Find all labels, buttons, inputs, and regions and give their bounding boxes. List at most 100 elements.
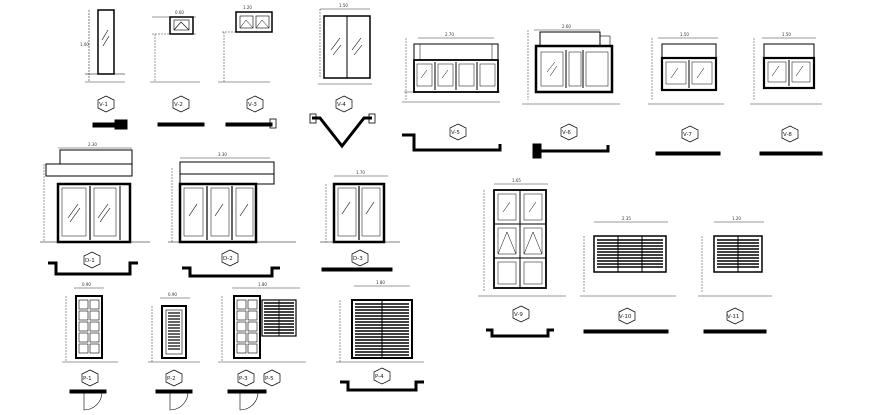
door-panel bbox=[247, 343, 258, 354]
tag-v5: V-5 bbox=[449, 123, 467, 141]
plan-p1 bbox=[69, 389, 107, 411]
elevation-v7: 1.50 bbox=[648, 32, 724, 105]
door-panel bbox=[247, 321, 258, 332]
elevation-p2: 0.90 bbox=[148, 292, 200, 363]
tag-v3: V-3 bbox=[246, 95, 264, 113]
dim-v2: 0.60 bbox=[175, 10, 184, 15]
plan-p3 bbox=[227, 389, 267, 411]
tag-v1: V-1 bbox=[97, 95, 115, 113]
dim-d2: 3.30 bbox=[218, 152, 227, 157]
tag-v2: V-2 bbox=[172, 95, 190, 113]
plan-v1 bbox=[92, 119, 128, 130]
elevation-v4: 1.50 bbox=[318, 3, 372, 85]
elevation-v10: 2.35 bbox=[580, 216, 676, 297]
tag-d1-label: D-1 bbox=[85, 258, 95, 264]
elevation-v9: 1.65 bbox=[478, 178, 566, 297]
door-panel bbox=[78, 299, 89, 310]
tag-p5: P-5 bbox=[263, 369, 281, 387]
dim-v3: 1.20 bbox=[243, 5, 252, 10]
plan-v2 bbox=[157, 122, 205, 127]
elevation-v5: 2.70 bbox=[402, 32, 500, 103]
door-panel bbox=[89, 299, 100, 310]
elevation-v11: 1.20 bbox=[698, 216, 772, 297]
dim-v7: 1.50 bbox=[680, 32, 689, 37]
elevation-v6: 2.60 bbox=[522, 24, 620, 105]
door-panel bbox=[247, 332, 258, 343]
tag-p2: P-2 bbox=[165, 369, 183, 387]
door-panel bbox=[247, 299, 258, 310]
tag-v9: V-9 bbox=[512, 305, 530, 323]
door-panel bbox=[236, 343, 247, 354]
door-panel bbox=[78, 310, 89, 321]
tag-p3: P-3 bbox=[237, 369, 255, 387]
elevation-v1: 1.00 bbox=[80, 9, 125, 83]
door-panel bbox=[236, 299, 247, 310]
tag-d3: D-3 bbox=[351, 249, 369, 267]
tag-d1: D-1 bbox=[83, 251, 101, 269]
plan-d2 bbox=[182, 266, 280, 278]
door-panel bbox=[78, 321, 89, 332]
tag-p5-label: P-5 bbox=[265, 376, 274, 382]
dim-d1: 2.30 bbox=[88, 142, 97, 147]
dim-v4: 1.50 bbox=[339, 3, 348, 8]
plan-v11 bbox=[703, 329, 767, 334]
plan-v10 bbox=[583, 329, 669, 334]
door-panel bbox=[247, 310, 258, 321]
plan-v9 bbox=[486, 328, 554, 338]
tag-v2-label: V-2 bbox=[174, 102, 183, 108]
tag-v6-label: V-6 bbox=[562, 130, 571, 136]
tag-v6: V-6 bbox=[560, 123, 578, 141]
plan-v3 bbox=[225, 118, 277, 129]
elevation-p1: 0.90 bbox=[62, 282, 118, 363]
tag-v4-label: V-4 bbox=[337, 102, 346, 108]
tag-v3-label: V-3 bbox=[248, 102, 257, 108]
plan-p4 bbox=[340, 380, 424, 392]
tag-p2-label: P-2 bbox=[167, 376, 176, 382]
tag-v5-label: V-5 bbox=[451, 130, 460, 136]
tag-v9-label: V-9 bbox=[514, 312, 523, 318]
dim-p3: 1.80 bbox=[258, 282, 267, 287]
door-panel bbox=[89, 343, 100, 354]
tag-v11: V-11 bbox=[726, 307, 744, 325]
plan-p2 bbox=[155, 389, 193, 411]
tag-p4: P-4 bbox=[373, 367, 391, 385]
elevation-d1: 2.30 bbox=[40, 142, 150, 244]
plan-d3 bbox=[321, 267, 393, 272]
tag-p4-label: P-4 bbox=[375, 374, 384, 380]
dim-v1: 1.00 bbox=[80, 42, 89, 47]
tag-d2: D-2 bbox=[221, 249, 239, 267]
dim-v6: 2.60 bbox=[562, 24, 571, 29]
dim-v10: 2.35 bbox=[622, 216, 631, 221]
tag-v10-label: V-10 bbox=[619, 314, 632, 320]
elevation-v8: 1.50 bbox=[750, 32, 822, 105]
plan-d1 bbox=[48, 261, 138, 276]
dim-v9: 1.65 bbox=[512, 178, 521, 183]
elevation-d2: 3.30 bbox=[168, 152, 296, 244]
tag-v8: V-8 bbox=[781, 125, 799, 143]
plan-v7 bbox=[655, 151, 721, 156]
plan-v8 bbox=[759, 151, 823, 156]
elevation-v3: 1.20 bbox=[218, 5, 273, 83]
tag-v4: V-4 bbox=[335, 95, 353, 113]
dim-p2: 0.90 bbox=[168, 292, 177, 297]
elevation-p4: 1.80 bbox=[336, 280, 424, 363]
elevation-v2: 0.60 bbox=[150, 10, 200, 83]
tag-p1: P-1 bbox=[81, 369, 99, 387]
plan-v4 bbox=[309, 113, 376, 149]
elevation-d3: 1.70 bbox=[320, 170, 400, 244]
dim-v11: 1.20 bbox=[732, 216, 741, 221]
door-panel bbox=[78, 343, 89, 354]
dim-v8: 1.50 bbox=[782, 32, 791, 37]
tag-d3-label: D-3 bbox=[353, 256, 363, 262]
door-panel bbox=[89, 321, 100, 332]
tag-p3-label: P-3 bbox=[239, 376, 248, 382]
tag-v10: V-10 bbox=[618, 307, 636, 325]
elevation-p3: 1.80 bbox=[218, 282, 306, 363]
door-panel bbox=[236, 321, 247, 332]
door-panel bbox=[236, 332, 247, 343]
plan-v6 bbox=[532, 143, 610, 159]
dim-p4: 1.80 bbox=[376, 280, 385, 285]
tag-d2-label: D-2 bbox=[223, 256, 233, 262]
tag-v7: V-7 bbox=[681, 125, 699, 143]
